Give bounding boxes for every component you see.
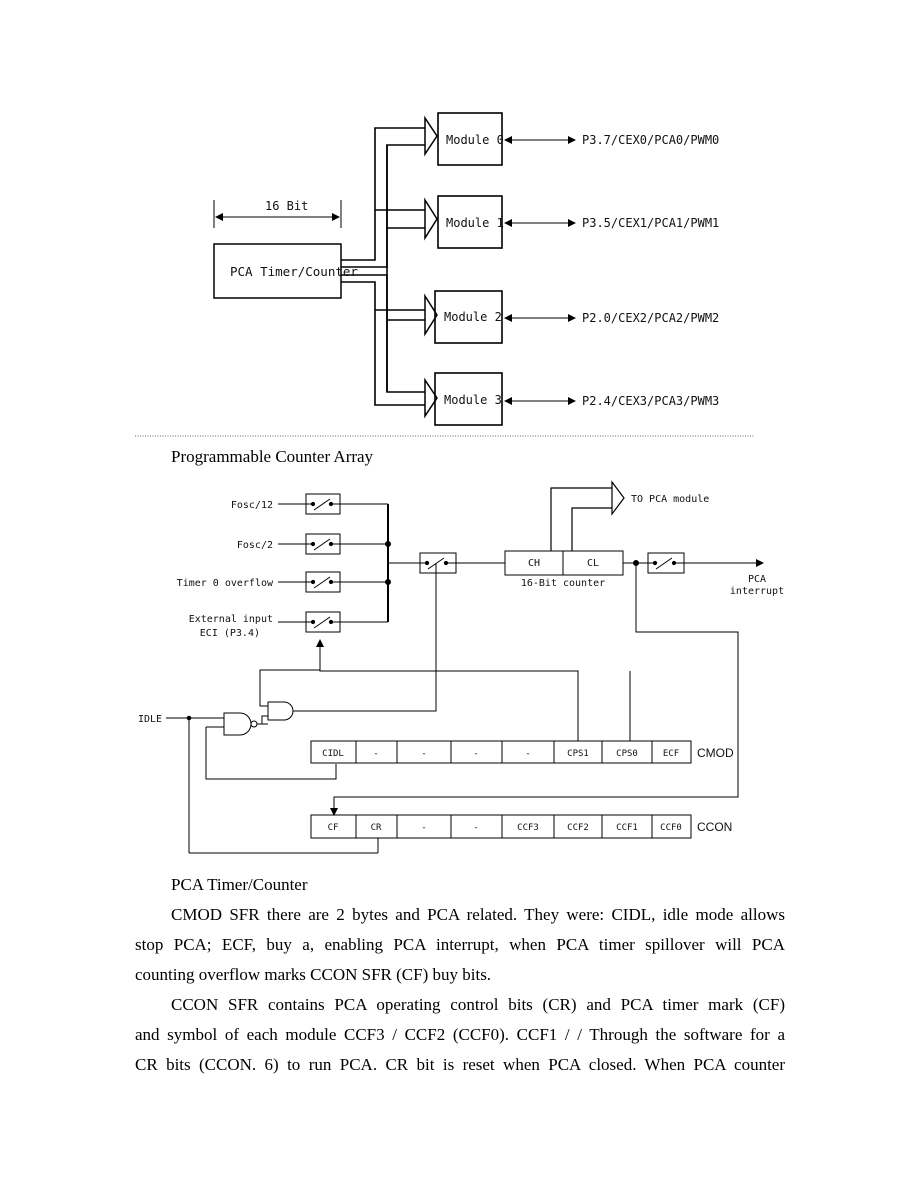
input-switch-fosc2: [305, 533, 341, 555]
ccon-bit-1: CCF1: [616, 823, 638, 833]
ccon-bit-6: CR: [371, 823, 382, 833]
paragraph-cmod: CMOD SFR there are 2 bytes and PCA relat…: [135, 900, 785, 990]
cmod-bit-2: CPS1: [567, 749, 589, 759]
counter-ch: CH: [528, 558, 540, 569]
interrupt-switch: [647, 552, 685, 574]
module-3-label: Module 3: [444, 393, 502, 407]
module-0-pin: P3.7/CEX0/PCA0/PWM0: [582, 133, 719, 147]
cmod-bit-3: -: [525, 749, 530, 759]
cmod-bit-7: CIDL: [322, 749, 344, 759]
idle-label: IDLE: [138, 714, 162, 725]
figure-2-caption: PCA Timer/Counter: [171, 875, 308, 894]
module-2-label: Module 2: [444, 310, 502, 324]
input-fosc12: Fosc/12: [231, 500, 273, 511]
input-external: External input: [189, 614, 273, 625]
counter-box: [504, 550, 624, 576]
paragraph-line: CR bits (CCON. 6) to run PCA. CR bit is …: [135, 1055, 785, 1074]
module-0-box: [437, 112, 503, 166]
module-0-label: Module 0: [446, 133, 504, 147]
paragraph-line: CMOD SFR there are 2 bytes and PCA relat…: [171, 905, 785, 924]
ccon-bit-7: CF: [328, 823, 339, 833]
cmod-bit-1: CPS0: [616, 749, 638, 759]
module-1-box: [437, 195, 503, 249]
cmod-register: [310, 740, 692, 764]
to-pca-module-label: TO PCA module: [631, 494, 709, 505]
input-switch-fosc12: [305, 493, 341, 515]
input-eci: ECI (P3.4): [200, 628, 260, 639]
figure-2-schematic: [166, 480, 764, 854]
ccon-bit-5: -: [421, 823, 426, 833]
paragraph-ccon: CCON SFR contains PCA operating control …: [135, 990, 785, 1080]
interrupt-label-1: PCA: [748, 574, 766, 585]
cmod-bit-5: -: [421, 749, 426, 759]
module-2-box: [434, 290, 503, 344]
module-1-pin: P3.5/CEX1/PCA1/PWM1: [582, 216, 719, 230]
input-fosc2: Fosc/2: [237, 540, 273, 551]
module-1-label: Module 1: [446, 216, 504, 230]
timer-label: PCA Timer/Counter: [230, 264, 358, 279]
figure-1-block-diagram: [213, 112, 576, 426]
input-switch-timer0: [305, 571, 341, 593]
interrupt-label-2: interrupt: [730, 586, 784, 597]
paragraph-line: stop PCA; ECF, buy a, enabling PCA inter…: [135, 935, 785, 954]
ccon-bit-3: CCF3: [517, 823, 539, 833]
module-3-pin: P2.4/CEX3/PCA3/PWM3: [582, 394, 719, 408]
module-2-pin: P2.0/CEX2/PCA2/PWM2: [582, 311, 719, 325]
ccon-register: [310, 814, 692, 839]
counter-label: 16-Bit counter: [521, 578, 605, 589]
pca-diagrams: 16 Bit PCA Timer/Counter Module 0 Module…: [135, 112, 784, 854]
paragraph-line: CCON SFR contains PCA operating control …: [171, 995, 785, 1014]
counter-cl: CL: [587, 558, 599, 569]
input-switch-eci: [305, 611, 341, 633]
and-gate-1: [223, 712, 252, 736]
cmod-bit-0: ECF: [663, 749, 679, 759]
timer-box: [213, 243, 342, 299]
figure-1-labels: 16 Bit PCA Timer/Counter Module 0 Module…: [230, 133, 719, 408]
run-switch: [419, 552, 457, 574]
ccon-bit-4: -: [473, 823, 478, 833]
paragraph-line: counting overflow marks CCON SFR (CF) bu…: [135, 965, 492, 984]
input-timer0: Timer 0 overflow: [177, 578, 274, 589]
paragraph-line: and symbol of each module CCF3 / CCF2 (C…: [135, 1025, 785, 1044]
ccon-bit-2: CCF2: [567, 823, 589, 833]
cmod-bit-6: -: [373, 749, 378, 759]
figure-1-caption: Programmable Counter Array: [171, 447, 374, 466]
ccon-bit-0: CCF0: [660, 823, 682, 833]
cmod-bit-4: -: [473, 749, 478, 759]
bit-width-label: 16 Bit: [265, 199, 308, 213]
ccon-name: CCON: [697, 820, 732, 834]
cmod-name: CMOD: [697, 746, 734, 760]
module-3-box: [434, 372, 503, 426]
figure-2-labels: Fosc/12 Fosc/2 Timer 0 overflow External…: [138, 494, 784, 834]
and-gate-2: [267, 701, 294, 721]
